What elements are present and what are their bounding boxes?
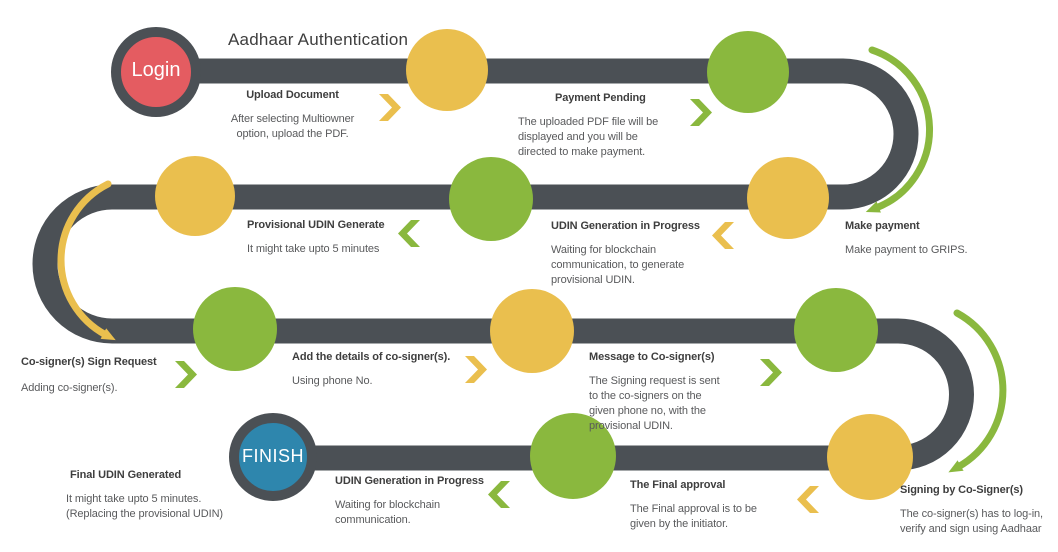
step-desc: After selecting Multiowner option, uploa… [230,113,355,140]
circle-signing-cosigners [827,414,913,500]
step-title: UDIN Generation in Progress [335,475,484,487]
step-upload-document: Upload Document After selecting Multiown… [220,88,365,142]
circle-udin-progress-1 [449,157,533,241]
step-title: Upload Document [246,89,339,101]
step-title: Co-signer(s) Sign Request [21,356,157,368]
login-label: Login [131,59,181,81]
step-payment-pending: Payment Pending The uploaded PDF file wi… [518,91,708,160]
chevron-right-icon [760,359,782,386]
page-title: Aadhaar Authentication [228,30,409,49]
step-desc: Waiting for blockchain communication, to… [551,244,685,286]
curved-arrow-icon [865,46,934,213]
step-udin-generation-progress-1: UDIN Generation in Progress Waiting for … [551,219,711,288]
step-add-details-cosigners: Add the details of co-signer(s). Using p… [292,350,467,389]
step-provisional-udin-generate: Provisional UDIN Generate It might take … [247,218,412,257]
circle-make-payment [747,157,829,239]
step-signing-by-cosigners: Signing by Co-Signer(s) The co-signer(s)… [900,483,1050,537]
step-title: Signing by Co-Signer(s) [900,484,1023,496]
step-final-approval: The Final approval The Final approval is… [630,478,775,532]
chevron-right-icon [379,94,401,121]
login-circle [111,27,201,117]
step-desc: It might take upto 5 minutes. (Replacing… [66,493,223,520]
step-message-to-cosigners: Message to Co-signer(s) The Signing requ… [589,350,734,434]
step-title: Message to Co-signer(s) [589,351,715,363]
circle-final-approval [530,413,616,499]
step-make-payment: Make payment Make payment to GRIPS. [845,219,995,258]
circle-cosigner-sign-request [193,287,277,371]
step-title: Final UDIN Generated [70,469,182,481]
step-title: Provisional UDIN Generate [247,219,385,231]
step-title: Add the details of co-signer(s). [292,351,451,363]
step-title: Make payment [845,220,920,232]
chevron-left-icon [797,486,819,513]
step-desc: Adding co-signer(s). [21,382,118,394]
circle-message-cosigners [794,288,878,372]
curved-arrow-icon [57,180,116,341]
circle-provisional-udin [155,156,235,236]
step-final-udin-generated: Final UDIN Generated It might take upto … [66,468,241,522]
curved-arrow-icon [948,309,1007,473]
step-desc: Using phone No. [292,375,373,387]
circle-add-details [490,289,574,373]
step-title: UDIN Generation in Progress [551,220,700,232]
step-cosigner-sign-request: Co-signer(s) Sign Request Adding co-sign… [21,355,181,396]
finish-circle [229,413,317,501]
chevron-right-icon [465,356,487,383]
circle-payment-pending [707,31,789,113]
step-desc: It might take upto 5 minutes [247,243,380,255]
circle-upload-document [406,29,488,111]
step-desc: The co-signer(s) has to log-in, verify a… [900,508,1044,535]
step-desc: Make payment to GRIPS. [845,244,968,256]
process-track [32,58,974,471]
step-title: The Final approval [630,479,726,491]
step-udin-generation-progress-2: UDIN Generation in Progress Waiting for … [335,474,500,528]
step-title: Payment Pending [555,92,646,104]
step-desc: Waiting for blockchain communication. [335,499,440,526]
chevron-left-icon [712,222,734,249]
step-desc: The Final approval is to be given by the… [630,503,757,530]
finish-label: FINISH [241,446,304,466]
step-desc: The Signing request is sent to the co-si… [589,375,720,432]
step-desc: The uploaded PDF file will be displayed … [518,116,659,158]
